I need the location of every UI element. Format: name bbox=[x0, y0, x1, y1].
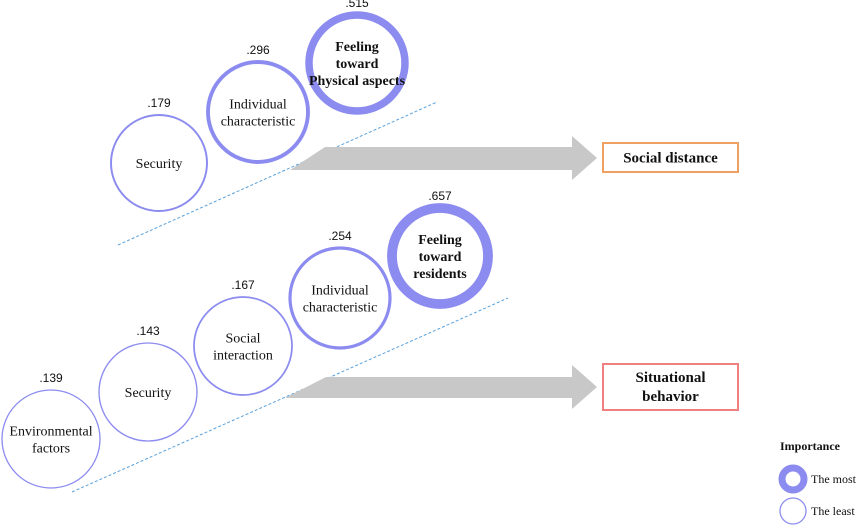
factor-circle-situational-behavior-5 bbox=[387, 203, 493, 309]
factor-value-social-distance-1: .179 bbox=[147, 96, 171, 110]
factor-label-social-distance-1: Security bbox=[136, 157, 183, 172]
factor-value-situational-behavior-3: .167 bbox=[231, 278, 255, 292]
arrow-situational-behavior bbox=[285, 365, 597, 409]
factor-value-social-distance-2: .296 bbox=[246, 43, 270, 57]
arrow-social-distance bbox=[290, 136, 597, 180]
factor-circle-situational-behavior-3 bbox=[193, 296, 293, 396]
legend-least-circle bbox=[779, 497, 807, 525]
factor-circle-situational-behavior-4 bbox=[288, 246, 392, 350]
legend-most-label: The most bbox=[811, 472, 857, 486]
factor-value-situational-behavior-5: .657 bbox=[428, 189, 452, 203]
factor-value-situational-behavior-2: .143 bbox=[136, 324, 160, 338]
factor-label-situational-behavior-2: Security bbox=[125, 386, 172, 401]
legend: Importance The most The least bbox=[778, 439, 857, 525]
guide-line-bottom bbox=[71, 297, 509, 493]
guide-lines bbox=[71, 101, 509, 493]
legend-title: Importance bbox=[780, 439, 841, 453]
factor-value-situational-behavior-1: .139 bbox=[39, 371, 63, 385]
factor-circle-social-distance-1 bbox=[110, 114, 208, 212]
factor-circle-situational-behavior-2 bbox=[98, 342, 198, 442]
outcome-box-situational-behavior bbox=[602, 363, 739, 411]
outcome-label-social-distance: Social distance bbox=[623, 151, 718, 167]
outcome-box-social-distance bbox=[602, 142, 739, 173]
factor-value-situational-behavior-4: .254 bbox=[328, 229, 352, 243]
guide-line-top bbox=[117, 101, 438, 246]
arrows bbox=[285, 136, 597, 409]
legend-most-circle bbox=[778, 464, 808, 494]
factor-circle-social-distance-2 bbox=[206, 60, 310, 164]
factor-circle-social-distance-3 bbox=[305, 11, 409, 115]
factor-circle-situational-behavior-1 bbox=[1, 389, 101, 489]
factor-value-social-distance-3: .515 bbox=[345, 0, 369, 10]
legend-least-label: The least bbox=[811, 504, 855, 518]
